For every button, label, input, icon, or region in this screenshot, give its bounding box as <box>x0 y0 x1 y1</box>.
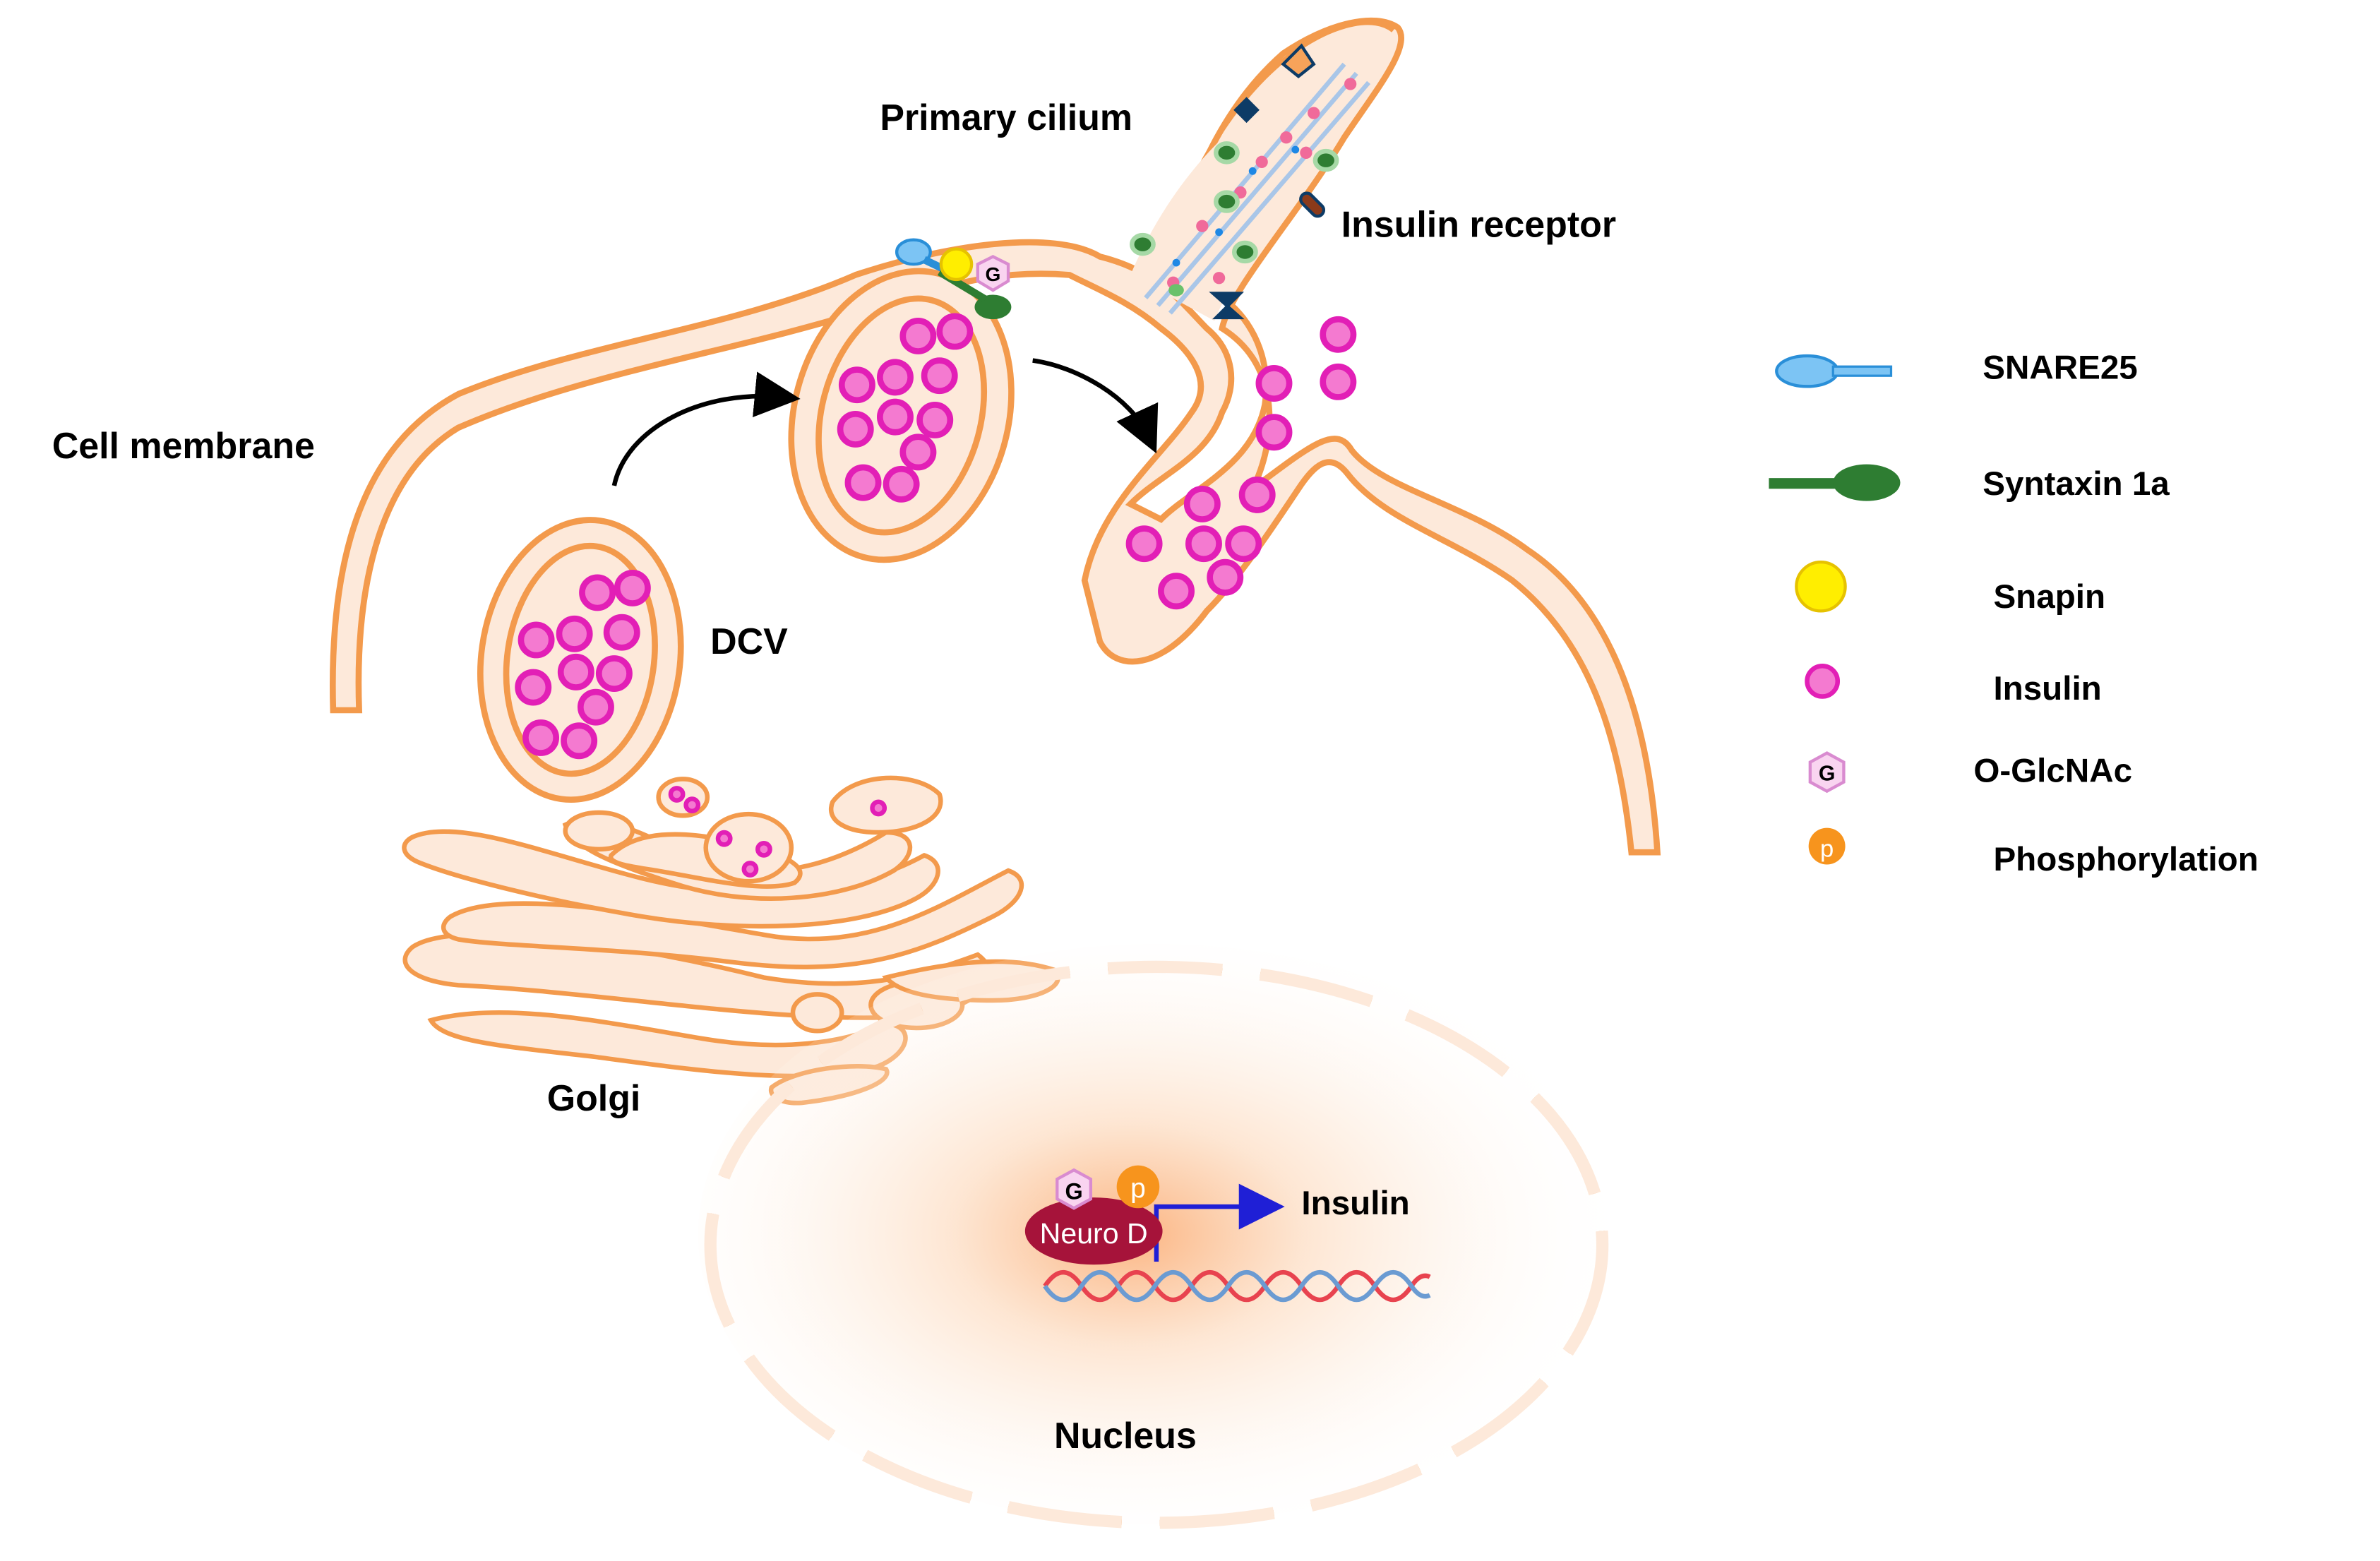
legend-label-phosphorylation: Phosphorylation <box>1993 841 2258 878</box>
legend-item-snapin: Snapin <box>1795 560 2105 616</box>
legend-item-insulin: Insulin <box>1805 663 2102 707</box>
legend: SNARE25 Syntaxin 1a Snapin Insulin G O-G… <box>1769 349 2259 878</box>
primary-cilium <box>1130 33 1394 321</box>
label-insulin-receptor: Insulin receptor <box>1341 204 1616 245</box>
insulin-receptor-icon <box>1299 191 1326 218</box>
label-dcv: DCV <box>710 621 788 662</box>
snare25-icon <box>1775 354 1839 388</box>
bowtie-protein-icon <box>1209 292 1245 320</box>
cilium-dynein-complexes <box>1130 141 1339 297</box>
insulin-icon <box>1805 663 1841 699</box>
o-glcnac-glyph: G <box>1819 762 1836 785</box>
label-gene-insulin: Insulin <box>1301 1185 1409 1222</box>
syntaxin-1a-icon <box>1833 464 1901 501</box>
neuro-d-label: Neuro D <box>1040 1217 1148 1250</box>
phosphorylation-icon <box>1116 1165 1160 1209</box>
diamond-protein-icon <box>1233 97 1260 124</box>
label-cell-membrane: Cell membrane <box>52 426 315 467</box>
o-glcnac-icon <box>1056 1168 1093 1210</box>
snapin-icon <box>1795 560 1847 613</box>
snare-complex: G <box>895 238 1012 320</box>
legend-label-o-glcnac: O-GlcNAc <box>1973 753 2132 790</box>
legend-item-syntaxin-1a: Syntaxin 1a <box>1769 464 2170 503</box>
snare-o-glcnac-mark: G <box>985 263 1000 285</box>
legend-label-snare25: SNARE25 <box>1983 349 2137 387</box>
dcv-vesicle-docking <box>788 268 1015 563</box>
label-nucleus: Nucleus <box>1054 1416 1197 1457</box>
o-glcnac-legend-icon <box>1808 751 1846 794</box>
transport-arrow-1 <box>611 371 801 486</box>
transport-arrow-2 <box>1032 358 1159 454</box>
legend-label-snapin: Snapin <box>1993 578 2105 616</box>
released-insulin <box>1125 316 1357 610</box>
phosphorylation-glyph: p <box>1820 836 1834 863</box>
dcv-vesicle-lower <box>477 517 684 803</box>
trapezoid-protein-icon <box>1281 43 1316 78</box>
cilium-pink-dots <box>1167 78 1357 289</box>
golgi-apparatus <box>402 775 1060 1106</box>
legend-label-insulin: Insulin <box>1993 670 2101 707</box>
neuro-d-complex: Neuro D G p <box>1024 1165 1285 1265</box>
legend-item-o-glcnac: G O-GlcNAc <box>1808 751 2132 794</box>
legend-item-phosphorylation: p Phosphorylation <box>1808 827 2259 878</box>
neuro-d-o-glcnac-mark: G <box>1065 1178 1082 1204</box>
legend-item-snare25: SNARE25 <box>1775 349 2138 388</box>
label-primary-cilium: Primary cilium <box>880 97 1132 138</box>
dna-helix <box>1043 1270 1431 1303</box>
phosphorylation-legend-icon <box>1808 827 1846 865</box>
label-golgi: Golgi <box>547 1078 641 1119</box>
neuro-d-phosphorylation-mark: p <box>1130 1173 1146 1204</box>
legend-label-syntaxin-1a: Syntaxin 1a <box>1983 465 2170 503</box>
